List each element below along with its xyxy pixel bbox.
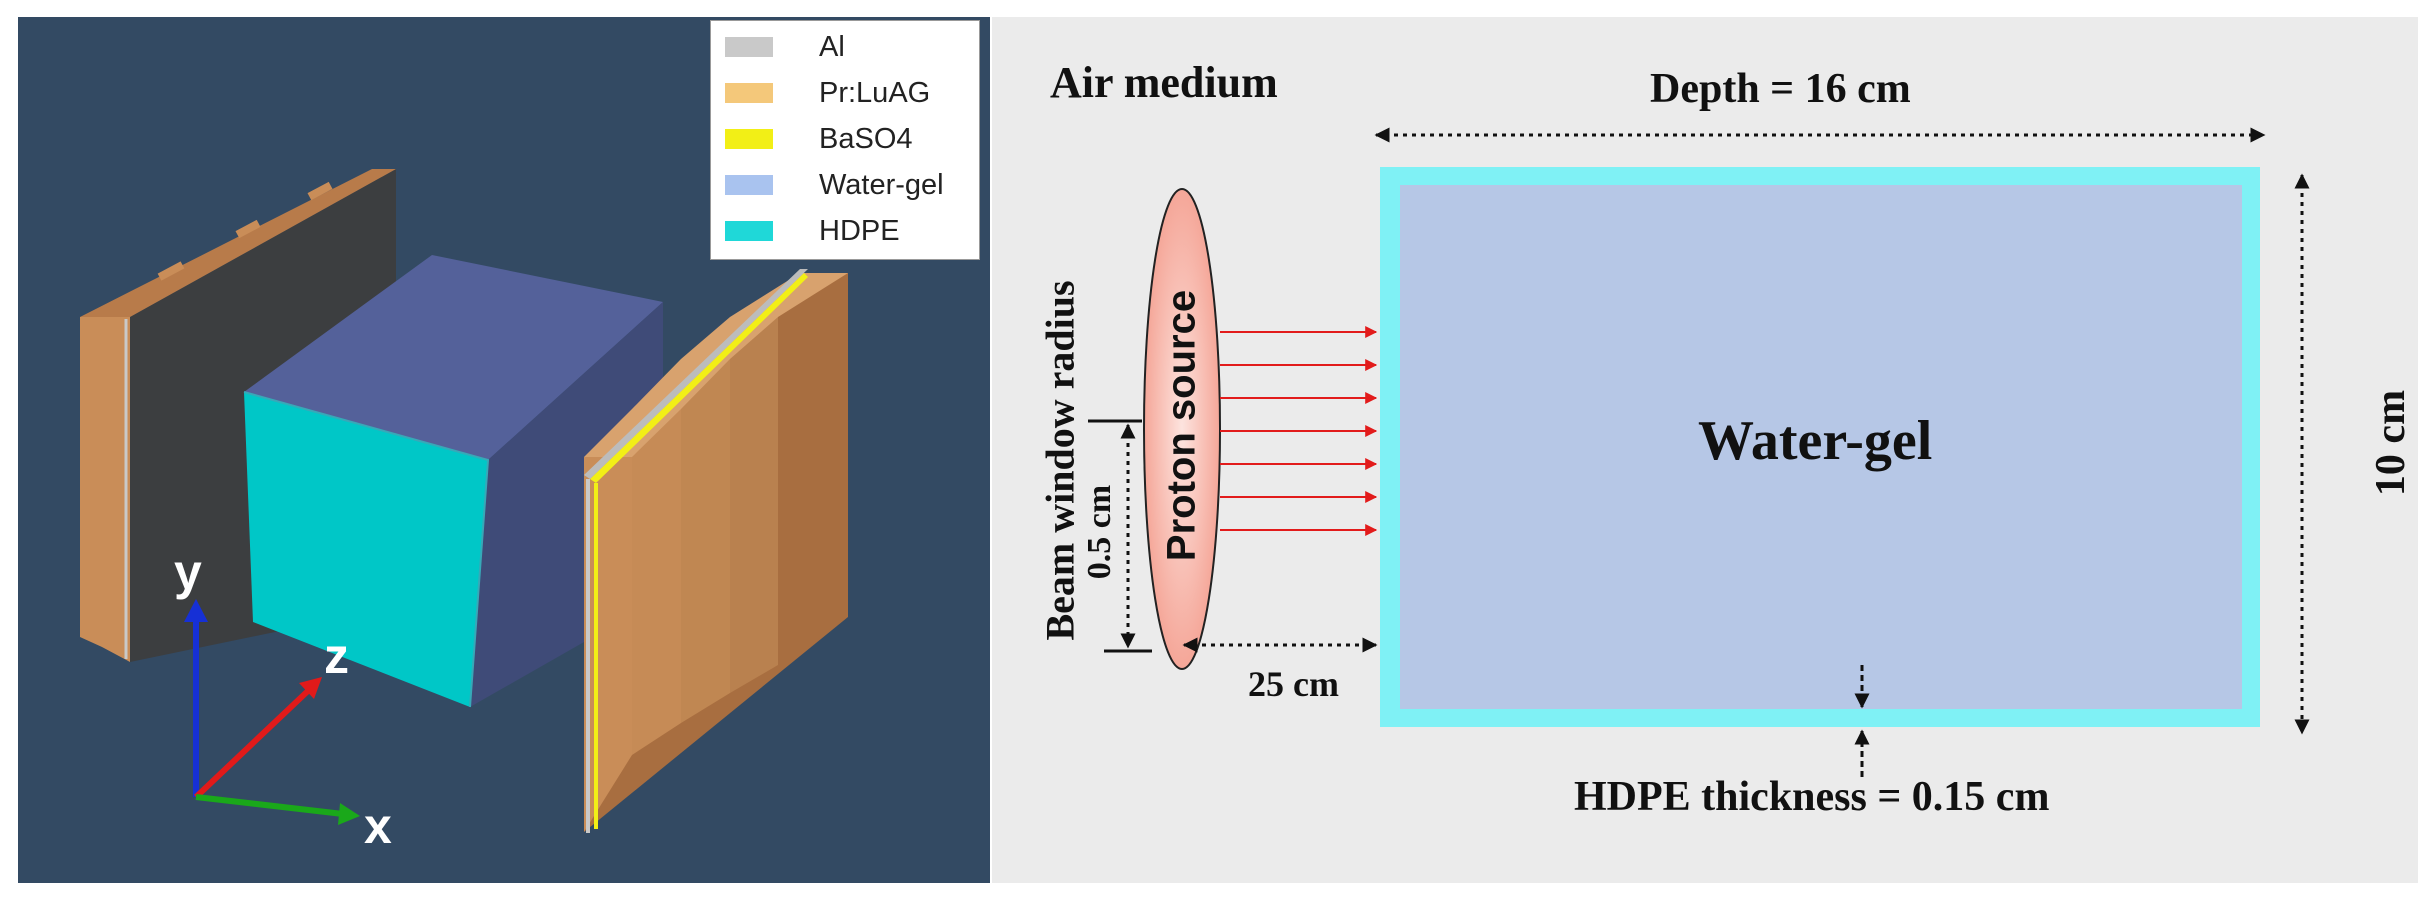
z-axis-line bbox=[193, 686, 313, 800]
proton-beam-arrows bbox=[1220, 326, 1378, 536]
geometry-3d-drawing bbox=[80, 169, 848, 833]
legend-label-water-gel: Water-gel bbox=[819, 169, 944, 201]
phantom-edge bbox=[243, 391, 490, 708]
front-stack-baso4-layer bbox=[590, 273, 808, 483]
x-axis-line bbox=[195, 794, 344, 817]
front-stack-plate-3 bbox=[681, 359, 730, 723]
rear-plate-top-edge bbox=[80, 169, 396, 317]
legend-label-baso4: BaSO4 bbox=[819, 123, 913, 155]
z-axis-arrowhead bbox=[299, 677, 322, 699]
legend-item-al: Al bbox=[711, 25, 979, 71]
rear-plate-bump bbox=[157, 261, 185, 281]
air-medium-label: Air medium bbox=[1050, 58, 1278, 107]
legend-swatch-baso4 bbox=[725, 129, 773, 149]
material-legend: Al Pr:LuAG BaSO4 Water-gel HDPE bbox=[710, 20, 980, 260]
front-stack-plate-4 bbox=[730, 317, 778, 693]
legend-item-hdpe: HDPE bbox=[711, 209, 979, 255]
distance-label: 25 cm bbox=[1248, 664, 1339, 704]
proton-source-label: Proton source bbox=[1159, 289, 1204, 562]
legend-swatch-al bbox=[725, 37, 773, 57]
y-axis-arrowhead bbox=[184, 599, 208, 622]
legend-swatch-hdpe bbox=[725, 221, 773, 241]
simulation-schematic: Air medium Depth = 16 cm Water-gel 10 cm… bbox=[992, 17, 2418, 883]
rear-plate-bump bbox=[235, 219, 261, 239]
legend-label-al: Al bbox=[819, 31, 845, 63]
schematic-drawing bbox=[1088, 127, 2310, 777]
water-gel-label: Water-gel bbox=[1698, 410, 1933, 472]
hdpe-front-face bbox=[244, 392, 488, 707]
x-axis-arrowhead bbox=[338, 803, 360, 825]
legend-label-hdpe: HDPE bbox=[819, 215, 900, 247]
legend-item-baso4: BaSO4 bbox=[711, 117, 979, 163]
depth-label: Depth = 16 cm bbox=[1650, 66, 1911, 112]
front-stack-plate-2 bbox=[632, 409, 681, 755]
legend-swatch-water-gel bbox=[725, 175, 773, 195]
legend-item-prluag: Pr:LuAG bbox=[711, 71, 979, 117]
water-gel-region bbox=[1400, 185, 2242, 709]
z-axis-label: z bbox=[324, 628, 349, 684]
legend-swatch-prluag bbox=[725, 83, 773, 103]
beam-window-radius-label: Beam window radius bbox=[1037, 280, 1083, 641]
radius-value-label: 0.5 cm bbox=[1081, 484, 1118, 580]
proton-source-ellipse bbox=[1143, 188, 1221, 670]
rear-plate-bump bbox=[307, 181, 333, 201]
phantom-top-face bbox=[244, 255, 663, 460]
front-stack-al-top bbox=[584, 269, 808, 479]
legend-label-prluag: Pr:LuAG bbox=[819, 77, 931, 109]
y-axis-label: y bbox=[174, 544, 202, 600]
rear-plate-scintillator-edge bbox=[80, 317, 130, 662]
geometry-3d-view: y z x Al Pr:LuAG BaSO4 Water-gel HDPE bbox=[18, 17, 990, 883]
hdpe-thickness-label: HDPE thickness = 0.15 cm bbox=[1574, 774, 2050, 820]
x-axis-label: x bbox=[364, 798, 392, 854]
height-label: 10 cm bbox=[2368, 389, 2415, 497]
legend-item-water-gel: Water-gel bbox=[711, 163, 979, 209]
